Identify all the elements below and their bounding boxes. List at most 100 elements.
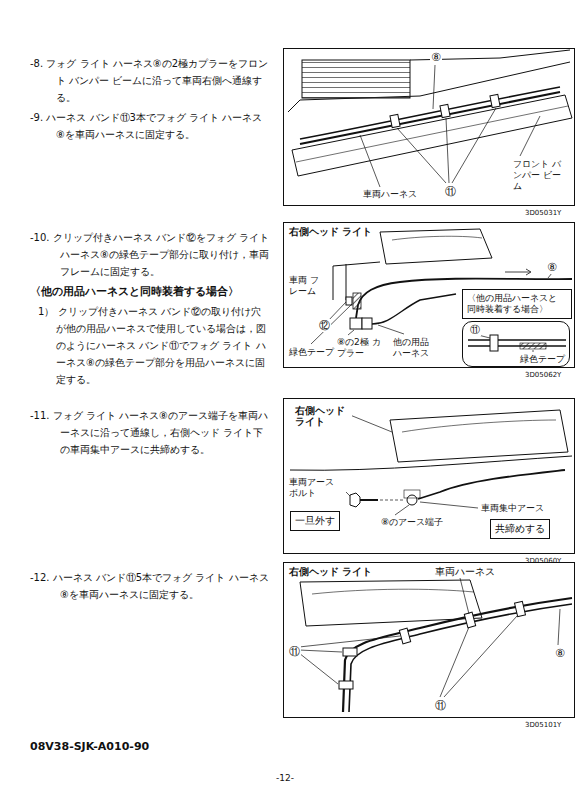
ground-point-drawing — [350, 415, 392, 432]
section-heading: 〈他の用品ハーネスと同時装着する場合〉 — [30, 283, 270, 300]
ground-point-drawing — [404, 490, 420, 498]
headlight-frame-drawing — [333, 262, 380, 266]
headlight-frame-drawing — [356, 279, 572, 318]
harness-routing-drawing — [464, 612, 475, 628]
part-label: 右側ヘッド ライト — [294, 405, 352, 428]
ground-point-drawing — [390, 410, 568, 462]
note-box: 〈他の用品ハーネスと 同時装着する場合〉 — [462, 289, 572, 319]
part-label: 他の用品 ハーネス — [392, 337, 438, 359]
part-label: 緑色テープ — [288, 347, 335, 358]
harness-routing-drawing — [460, 578, 469, 614]
ground-point-drawing — [350, 493, 360, 507]
headlight-frame-drawing — [468, 345, 566, 347]
callout-number: ⑧ — [554, 647, 566, 660]
headlight-frame-drawing — [490, 335, 498, 351]
harness-routing-drawing — [515, 601, 526, 616]
step-text: -9. ハーネス バンド⑪3本でフォグ ライト ハーネス⑧を車両ハーネスに固定す… — [30, 109, 270, 143]
bumper-beam-drawing — [520, 116, 540, 156]
instruction-text: 一旦外す — [295, 515, 335, 526]
callout-number: ⑪ — [288, 645, 301, 658]
headlight-frame-drawing — [362, 318, 372, 329]
figure-code: 3D05101Y — [524, 721, 562, 729]
ground-point-drawing — [407, 495, 417, 505]
headlight-frame-drawing — [372, 294, 456, 324]
part-label: ⑧の2極 カプラー — [336, 337, 382, 359]
harness-routing-drawing — [339, 601, 525, 689]
callout-number: ⑪ — [469, 324, 481, 336]
part-label: 車両集中アース — [480, 503, 545, 514]
harness-routing-drawing — [299, 578, 572, 712]
callout-number: ⑧ — [546, 261, 558, 274]
bumper-beam-drawing — [296, 106, 568, 162]
headlight-frame-drawing — [520, 343, 546, 349]
harness-routing-drawing — [299, 636, 400, 647]
harness-routing-drawing — [444, 616, 517, 697]
figure-code: 3D05062Y — [524, 371, 562, 379]
instruction-text: 共締めする — [495, 523, 545, 534]
part-label: 車両アース ボルト — [288, 477, 346, 499]
part-label: 緑色テープ — [519, 354, 566, 364]
harness-routing-drawing — [299, 578, 560, 697]
part-label: ⑧のアース端子 — [380, 517, 444, 528]
callout-number: ⑪ — [444, 185, 457, 198]
bumper-beam-drawing — [300, 87, 560, 139]
headlight-frame-drawing — [392, 236, 482, 240]
headlight-frame-drawing — [468, 339, 566, 341]
bumper-beam-drawing — [490, 94, 500, 107]
harness-routing-drawing — [312, 589, 474, 594]
bumper-beam-drawing — [360, 135, 380, 187]
ground-point-drawing — [344, 415, 478, 515]
headlight-frame-drawing — [350, 318, 362, 329]
step-text: -8. フォグ ライト ハーネス⑧の2極カプラーをフロント バンパー ビームに沿… — [30, 55, 270, 106]
figure-frame: 右側ヘッド ライト車両ハーネス⑪⑪⑧3D05101Y — [283, 562, 575, 718]
bumper-beam-drawing — [446, 118, 449, 183]
ground-point-drawing — [290, 456, 572, 470]
harness-routing-drawing — [299, 650, 342, 652]
step-text: -10. クリップ付きハーネス バンド⑫をフォグ ライト ハーネス⑧の緑色テープ… — [30, 229, 270, 280]
ground-point-drawing — [380, 500, 403, 501]
inset-detail: ⑪ 緑色テープ — [462, 321, 570, 367]
harness-routing-drawing — [440, 627, 469, 697]
harness-routing-drawing — [558, 609, 560, 645]
figure-frame: 右側ヘッド ライト車両アース ボルト⑧のアース端子車両集中アース3D05060Y… — [283, 398, 575, 554]
note-text: 〈他の用品ハーネスと 同時装着する場合〉 — [467, 293, 567, 315]
part-label: 車両 フレーム — [288, 275, 328, 297]
headlight-frame-drawing — [533, 350, 534, 352]
bumper-beam-drawing — [433, 65, 435, 109]
step-text: -11. フォグ ライト ハーネス⑧のアース端子を車両ハーネスに沿って通線し，右… — [30, 407, 270, 458]
ground-point-drawing — [418, 470, 565, 499]
callout-number: ⑫ — [318, 319, 331, 332]
bumper-beam-drawing — [302, 60, 410, 98]
headlight-frame-drawing — [311, 229, 572, 352]
headlight-frame-drawing — [348, 330, 354, 335]
harness-routing-drawing — [343, 648, 357, 656]
headlight-frame-drawing — [346, 297, 352, 305]
bumper-beam-drawing — [397, 128, 446, 183]
headlight-frame-drawing — [353, 293, 361, 309]
page-number: -12- — [276, 770, 294, 787]
part-label: 右側ヘッド ライト — [288, 566, 373, 577]
illustration — [288, 50, 572, 712]
bumper-beam-drawing — [452, 108, 496, 183]
bumper-beam-drawing — [390, 114, 400, 127]
doc-number: 08V38-SJK-A010-90 — [30, 738, 149, 755]
part-label: 車両ハーネス — [362, 189, 418, 200]
part-label: 右側ヘッド ライト — [288, 226, 373, 237]
harness-routing-drawing — [299, 653, 338, 684]
harness-routing-drawing — [399, 628, 410, 644]
ground-point-drawing — [395, 505, 409, 515]
harness-routing-drawing — [349, 604, 572, 712]
headlight-frame-drawing — [380, 229, 492, 264]
callout-number: ⑪ — [434, 699, 447, 712]
headlight-frame-drawing — [505, 272, 530, 273]
ground-point-drawing — [360, 499, 378, 501]
step-text: 1） クリップ付きハーネス バンド⑫の取り付け穴が他の用品ハーネスで使用している… — [38, 303, 270, 388]
bumper-beam-drawing — [390, 94, 500, 127]
step-text: -12. ハーネス バンド⑪5本でフォグ ライト ハーネス⑧を車両ハーネスに固定… — [30, 569, 270, 603]
figure-code: 3D05031Y — [524, 209, 562, 217]
instruction-box: 共締めする — [490, 519, 550, 539]
instruction-box: 一旦外す — [290, 511, 340, 531]
bumper-beam-drawing — [440, 104, 450, 117]
headlight-frame-drawing — [333, 266, 334, 300]
bumper-beam-drawing — [300, 92, 560, 144]
